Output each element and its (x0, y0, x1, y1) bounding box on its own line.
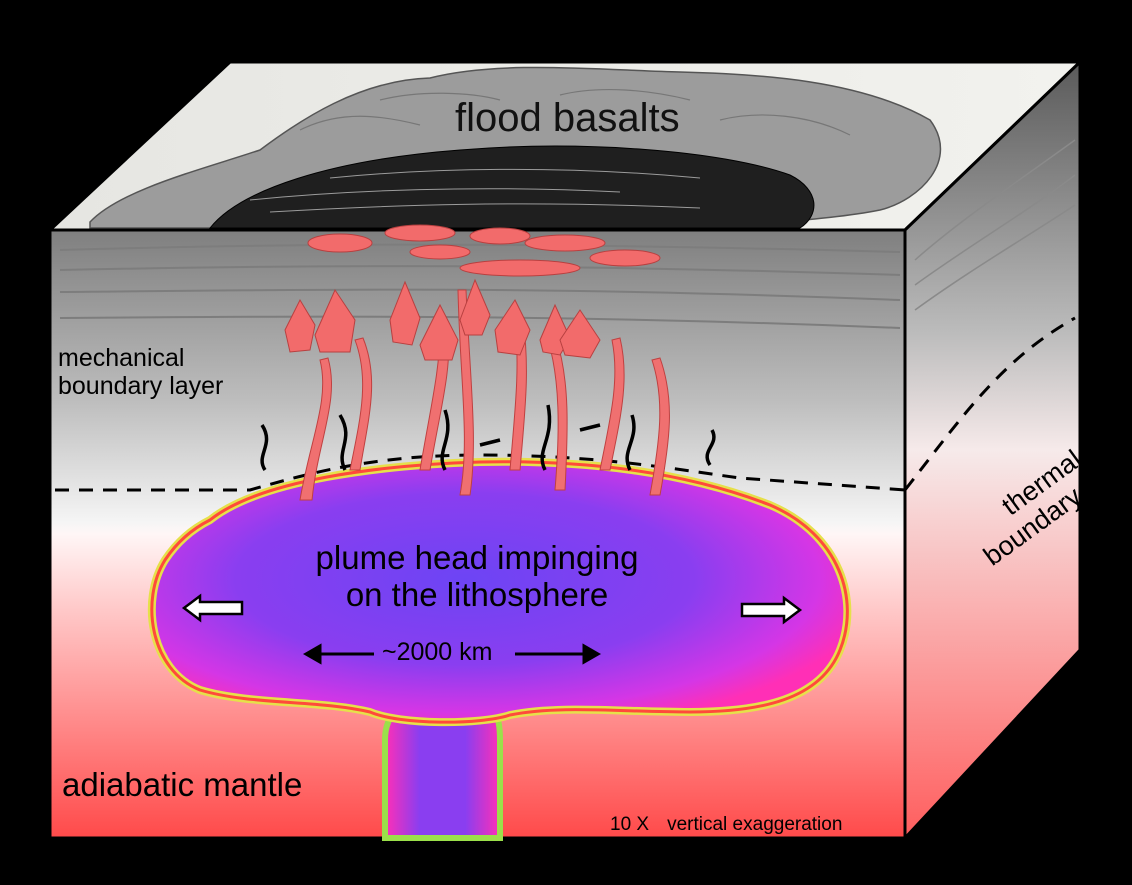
plume-line-2: on the lithosphere (345, 575, 609, 613)
mechanical-line-1: mechanical (58, 344, 185, 372)
mechanical-boundary-line (55, 453, 906, 492)
distance-arrows (302, 643, 602, 665)
thermal-boundary-line (903, 316, 1076, 491)
distance-label: ~2000 km (382, 638, 493, 666)
cloud-texture (299, 88, 851, 136)
basalt-texture (249, 168, 701, 213)
mechanical-boundary-label: mechanical boundary layer (58, 344, 223, 400)
side-strata (914, 139, 1076, 311)
exaggeration-text: vertical exaggeration (667, 814, 843, 835)
flood-basalts-label: flood basalts (455, 96, 680, 140)
adiabatic-mantle-label: adiabatic mantle (62, 766, 303, 803)
magma-bodies (284, 224, 661, 361)
exaggeration-factor: 10 X (610, 814, 650, 835)
mechanical-line-2: boundary layer (58, 372, 224, 400)
plume-head-label: plume head impinging on the lithosphere (292, 539, 662, 614)
plume-line-1: plume head impinging (315, 539, 639, 576)
upwelling-arrows (260, 404, 716, 471)
spreading-arrows (181, 593, 803, 625)
exaggeration-note: 10 X vertical exaggeration (610, 814, 842, 835)
